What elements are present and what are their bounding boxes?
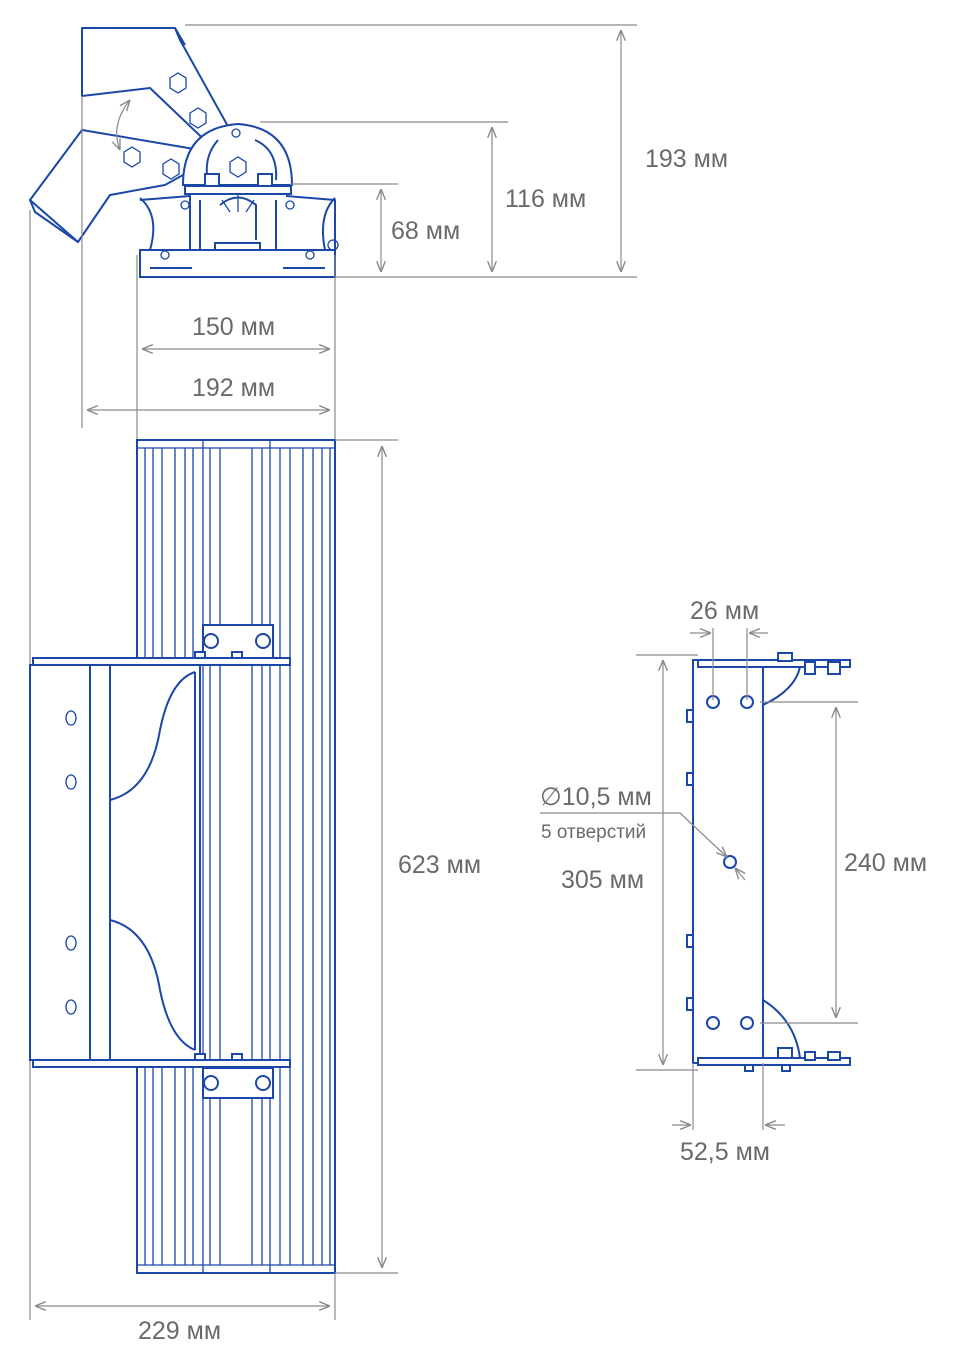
front-view-dimensions: 623 мм 229 мм (35, 439, 481, 1345)
side-view (686, 652, 851, 1072)
front-view (29, 439, 336, 1274)
dimension-240: 240 мм (844, 849, 927, 877)
hole-diameter-label: ∅10,5 мм (540, 783, 652, 811)
top-view (29, 27, 339, 278)
dimension-52-5: 52,5 мм (680, 1138, 770, 1166)
top-view-dimensions: 193 мм 116 мм 68 мм 150 мм 192 мм (29, 24, 728, 1320)
dimension-229: 229 мм (138, 1317, 221, 1345)
dimension-193: 193 мм (645, 145, 728, 173)
dimension-150: 150 мм (192, 313, 275, 341)
dimension-192: 192 мм (192, 374, 275, 402)
side-view-dimensions: 26 мм 305 мм 240 мм ∅10,5 мм 5 отверстий… (540, 597, 927, 1166)
hole-count-label: 5 отверстий (541, 822, 646, 843)
dimension-68: 68 мм (391, 217, 460, 245)
dimension-623: 623 мм (398, 851, 481, 879)
dimension-116: 116 мм (505, 185, 586, 213)
dimension-305: 305 мм (561, 866, 644, 894)
dimension-26: 26 мм (690, 597, 759, 625)
